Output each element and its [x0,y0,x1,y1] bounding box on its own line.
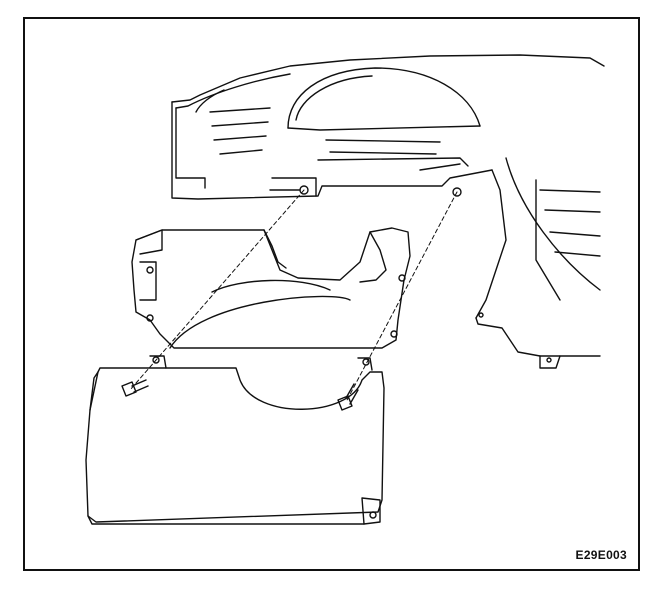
screw-right [337,383,359,411]
alignment-lines [129,189,458,403]
figure-reference-code: E29E003 [575,548,627,562]
upper-lower-panel [131,227,411,349]
lower-cover [85,355,385,525]
figure-frame [23,17,640,571]
screw-left [121,379,149,397]
instrument-panel [171,54,605,369]
